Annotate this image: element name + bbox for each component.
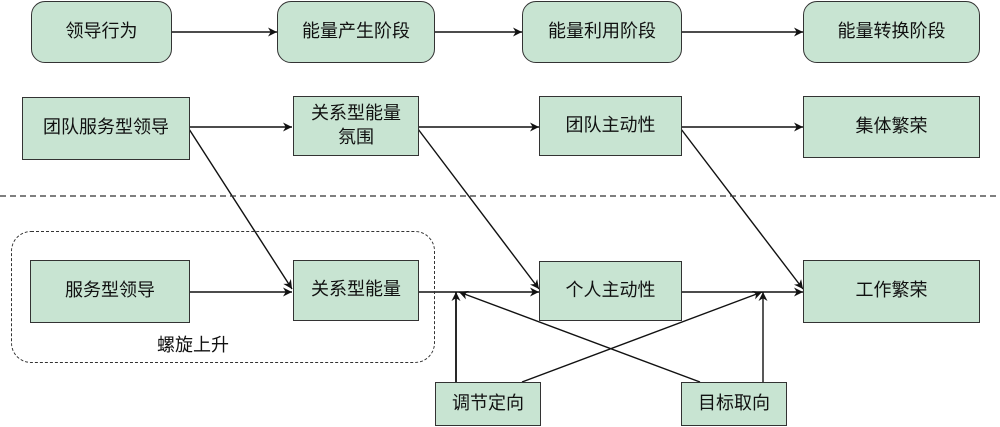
stage-label: 能量产生阶段 bbox=[302, 20, 410, 42]
servant-leadership-box: 服务型领导 bbox=[30, 260, 190, 323]
arrow-team-leadership-to-relational-energy bbox=[188, 128, 293, 290]
goal-orientation-box: 目标取向 bbox=[681, 382, 787, 426]
arrow-energy-climate-to-personal-proactivity bbox=[417, 128, 540, 290]
team-servant-leadership-box: 团队服务型领导 bbox=[22, 97, 190, 160]
arrow-goal-to-link-1 bbox=[458, 290, 701, 383]
stage-label: 领导行为 bbox=[65, 20, 138, 42]
stage-label: 能量利用阶段 bbox=[548, 20, 656, 42]
node-label: 目标取向 bbox=[698, 392, 770, 414]
node-label: 团队服务型领导 bbox=[43, 117, 169, 139]
node-label: 工作繁荣 bbox=[855, 280, 928, 302]
node-label: 个人主动性 bbox=[565, 279, 656, 301]
node-label: 服务型领导 bbox=[65, 280, 155, 302]
node-label: 关系型能量氛围 bbox=[311, 102, 401, 148]
team-proactivity-box: 团队主动性 bbox=[539, 96, 682, 156]
node-label: 团队主动性 bbox=[565, 114, 656, 136]
personal-proactivity-box: 个人主动性 bbox=[539, 261, 682, 321]
spiral-group bbox=[11, 231, 435, 363]
stage-leadership-behavior: 领导行为 bbox=[31, 1, 172, 63]
regulatory-orientation-box: 调节定向 bbox=[435, 382, 541, 426]
stage-label: 能量转换阶段 bbox=[837, 20, 946, 42]
node-label: 集体繁荣 bbox=[855, 115, 928, 137]
stage-energy-conversion: 能量转换阶段 bbox=[803, 1, 980, 63]
relational-energy-box: 关系型能量 bbox=[293, 260, 419, 321]
node-label: 调节定向 bbox=[452, 392, 524, 414]
stage-energy-utilization: 能量利用阶段 bbox=[522, 1, 682, 63]
thriving-at-work-box: 工作繁荣 bbox=[803, 260, 980, 323]
collective-thriving-box: 集体繁荣 bbox=[803, 96, 980, 158]
stage-energy-generation: 能量产生阶段 bbox=[277, 1, 435, 63]
node-label: 关系型能量 bbox=[311, 279, 401, 301]
spiral-group-label: 螺旋上升 bbox=[157, 335, 229, 356]
arrow-team-proactivity-to-thriving bbox=[680, 128, 804, 290]
relational-energy-climate-box: 关系型能量氛围 bbox=[293, 96, 419, 156]
arrow-regulatory-to-link-2 bbox=[521, 290, 763, 383]
